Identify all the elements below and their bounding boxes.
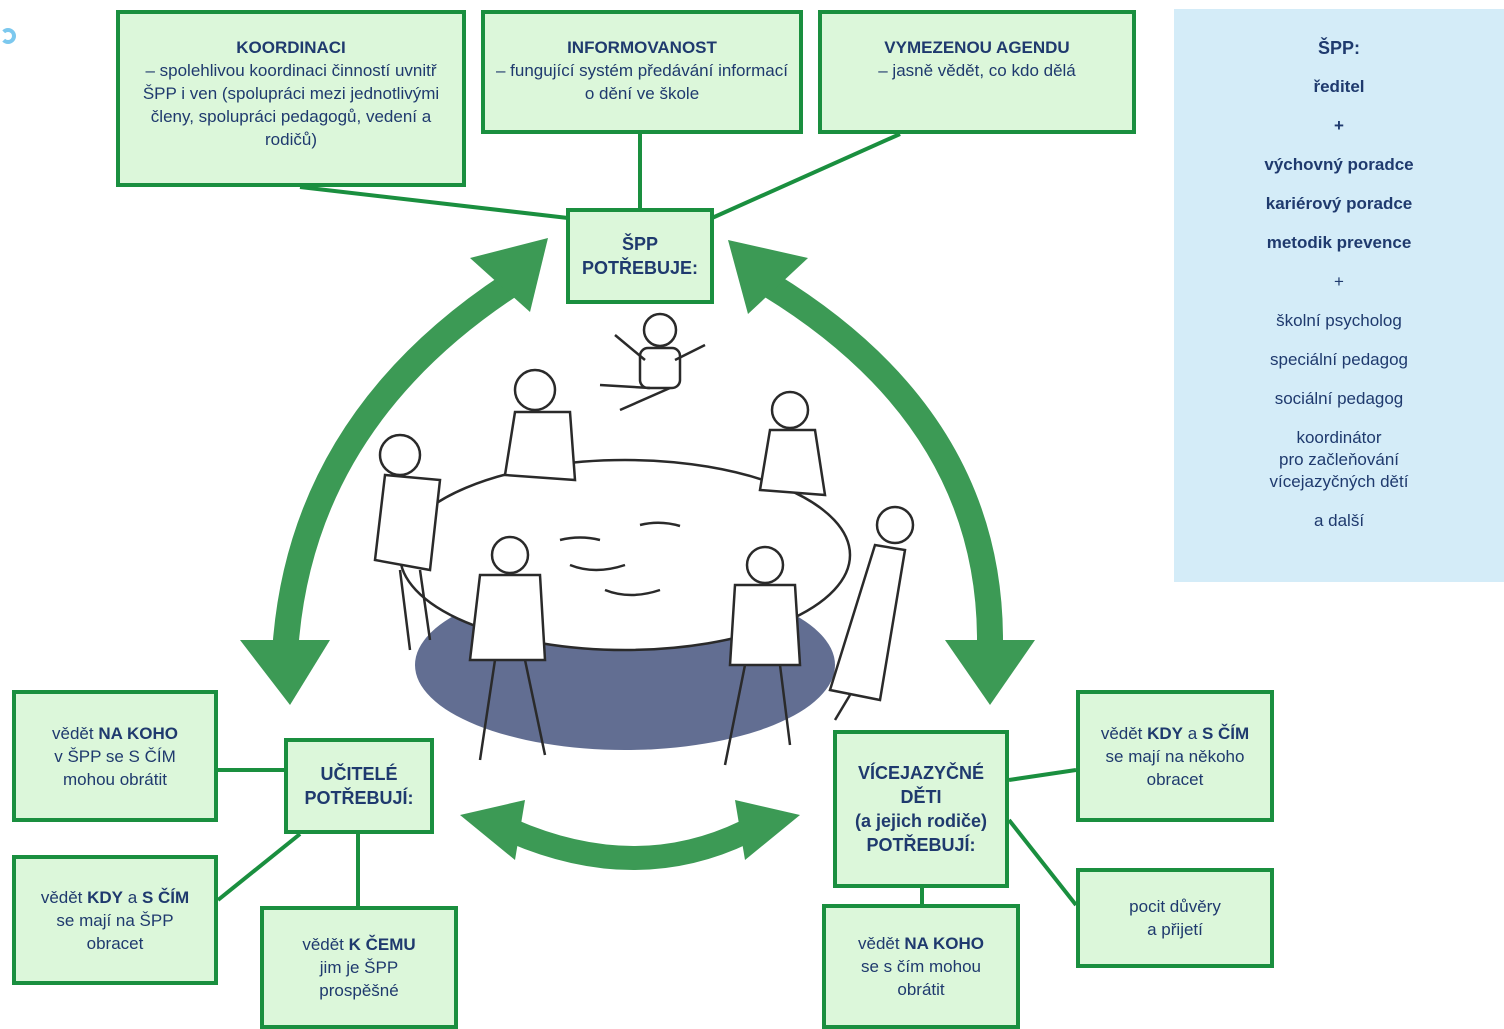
children-need-trust-line2: a přijetí (1147, 920, 1203, 939)
need-coordination-box: KOORDINACI – spolehlivou koordinaci činn… (116, 10, 466, 187)
need-agenda-title: VYMEZENOU AGENDU (884, 38, 1070, 57)
arrow-right-arc (757, 272, 1003, 653)
children-need-whom-line1: vědět NA KOHO (858, 934, 984, 953)
need-coordination-title: KOORDINACI (236, 38, 346, 57)
children-hub-line2: DĚTI (900, 787, 942, 807)
teachers-need-whom-line1: vědět NA KOHO (52, 723, 178, 743)
connector-lines (216, 132, 1078, 907)
arrow-bottom-head-right (735, 800, 800, 860)
connector-d2-hub (1007, 818, 1078, 907)
person-sari (758, 390, 827, 497)
children-hub-line3: (a jejich rodiče) (854, 811, 988, 831)
teachers-need-when-line2: se mají na ŠPP (56, 910, 174, 930)
spp-roster-panel: ŠPP: ředitel + výchovný poradce kariérov… (1174, 9, 1504, 582)
children-need-whom-line2: se s čím mohou (861, 957, 981, 976)
roster-plus-1: + (1334, 116, 1344, 135)
need-agenda-box: VYMEZENOU AGENDU – jasně vědět, co kdo d… (818, 10, 1136, 134)
person-left (373, 433, 442, 651)
need-information-box: INFORMOVANOST – fungující systém předává… (481, 10, 803, 134)
connector-t2-hub (216, 832, 302, 902)
people-holding-parachute-icon (373, 312, 915, 766)
arrow-left-head-bottom (240, 640, 330, 705)
arrow-left-head-top (470, 238, 548, 312)
teachers-hub-line1: UČITELÉ (320, 764, 398, 784)
arrow-right-head-bottom (945, 640, 1035, 705)
children-hub-line1: VÍCEJAZYČNÉ (857, 763, 985, 783)
children-need-when-line3: obracet (1146, 769, 1204, 789)
teachers-need-when-line3: obracet (86, 933, 144, 953)
need-information-title: INFORMOVANOST (567, 38, 717, 57)
arrow-bottom-arc (498, 818, 757, 870)
teachers-need-whom-line3: mohou obrátit (63, 769, 167, 789)
roster-title: ŠPP: (1317, 38, 1360, 58)
children-need-trust-box: pocit důvěry a přijetí (1076, 868, 1274, 968)
teachers-need-why-box: vědět K ČEMU jim je ŠPP prospěšné (260, 906, 458, 1029)
children-need-when-line1: vědět KDY a S ČÍM (1100, 723, 1250, 743)
spp-hub-line2: POTŘEBUJE: (581, 258, 698, 278)
children-need-when-box: vědět KDY a S ČÍM se mají na někoho obra… (1076, 690, 1274, 822)
spp-needs-hub: ŠPP POTŘEBUJE: (566, 208, 714, 304)
arrow-left-arc (273, 272, 523, 653)
need-coordination-text: – spolehlivou koordinaci činností uvnitř… (142, 61, 440, 149)
children-need-trust-line1: pocit důvěry (1129, 897, 1221, 916)
connector-koord-spp (299, 185, 569, 220)
roster-item-special-educator: speciální pedagog (1269, 350, 1408, 369)
roster-item-director: ředitel (1313, 77, 1365, 96)
teachers-need-whom-box: vědět NA KOHO v ŠPP se S ČÍM mohou obrát… (12, 690, 218, 822)
roster-item-other: a další (1313, 511, 1365, 530)
arrow-bottom-head-left (460, 800, 525, 860)
teachers-need-when-line1: vědět KDY a S ČÍM (40, 887, 190, 907)
spp-hub-line1: ŠPP (621, 234, 659, 254)
children-needs-hub: VÍCEJAZYČNÉ DĚTI (a jejich rodiče) POTŘE… (833, 730, 1009, 888)
connector-agenda-spp (711, 132, 901, 220)
need-agenda-text: – jasně vědět, co kdo dělá (878, 61, 1076, 80)
roster-item-school-psychologist: školní psycholog (1276, 311, 1402, 330)
roster-item-prevention-methodologist: metodik prevence (1266, 233, 1412, 252)
person-glasses (503, 368, 577, 482)
ripple-lines (559, 521, 681, 597)
need-information-text: – fungující systém předávání informací o… (496, 61, 788, 103)
children-need-whom-line3: obrátit (897, 980, 945, 999)
corner-ring-icon (0, 28, 16, 44)
person-front-right (723, 545, 802, 766)
arrow-right-head-top (728, 240, 808, 314)
children-hub-line4: POTŘEBUJÍ: (866, 835, 976, 855)
cycle-arrows (240, 238, 1035, 870)
teachers-hub-line2: POTŘEBUJÍ: (304, 788, 414, 808)
person-right (828, 505, 915, 721)
teachers-need-why-line1: vědět K ČEMU (302, 935, 416, 954)
roster-item-educational-advisor: výchovný poradce (1264, 155, 1414, 174)
roster-item-coordinator: koordinátor pro začleňování vícejazyčnýc… (1269, 428, 1409, 491)
teachers-need-whom-line2: v ŠPP se S ČÍM (54, 746, 176, 766)
jumping-child (599, 312, 706, 412)
connector-d1-hub (1008, 768, 1077, 782)
teachers-need-why-line2: jim je ŠPP (319, 958, 399, 977)
teachers-needs-hub: UČITELÉ POTŘEBUJÍ: (284, 738, 434, 834)
children-need-whom-box: vědět NA KOHO se s čím mohou obrátit (822, 904, 1020, 1029)
person-front-left (468, 535, 547, 761)
roster-item-social-educator: sociální pedagog (1274, 389, 1404, 408)
teachers-need-why-line3: prospěšné (319, 981, 399, 1000)
children-need-when-line2: se mají na někoho (1105, 746, 1245, 766)
roster-plus-2: + (1334, 272, 1344, 291)
roster-item-career-advisor: kariérový poradce (1265, 194, 1413, 213)
teachers-need-when-box: vědět KDY a S ČÍM se mají na ŠPP obracet (12, 855, 218, 985)
